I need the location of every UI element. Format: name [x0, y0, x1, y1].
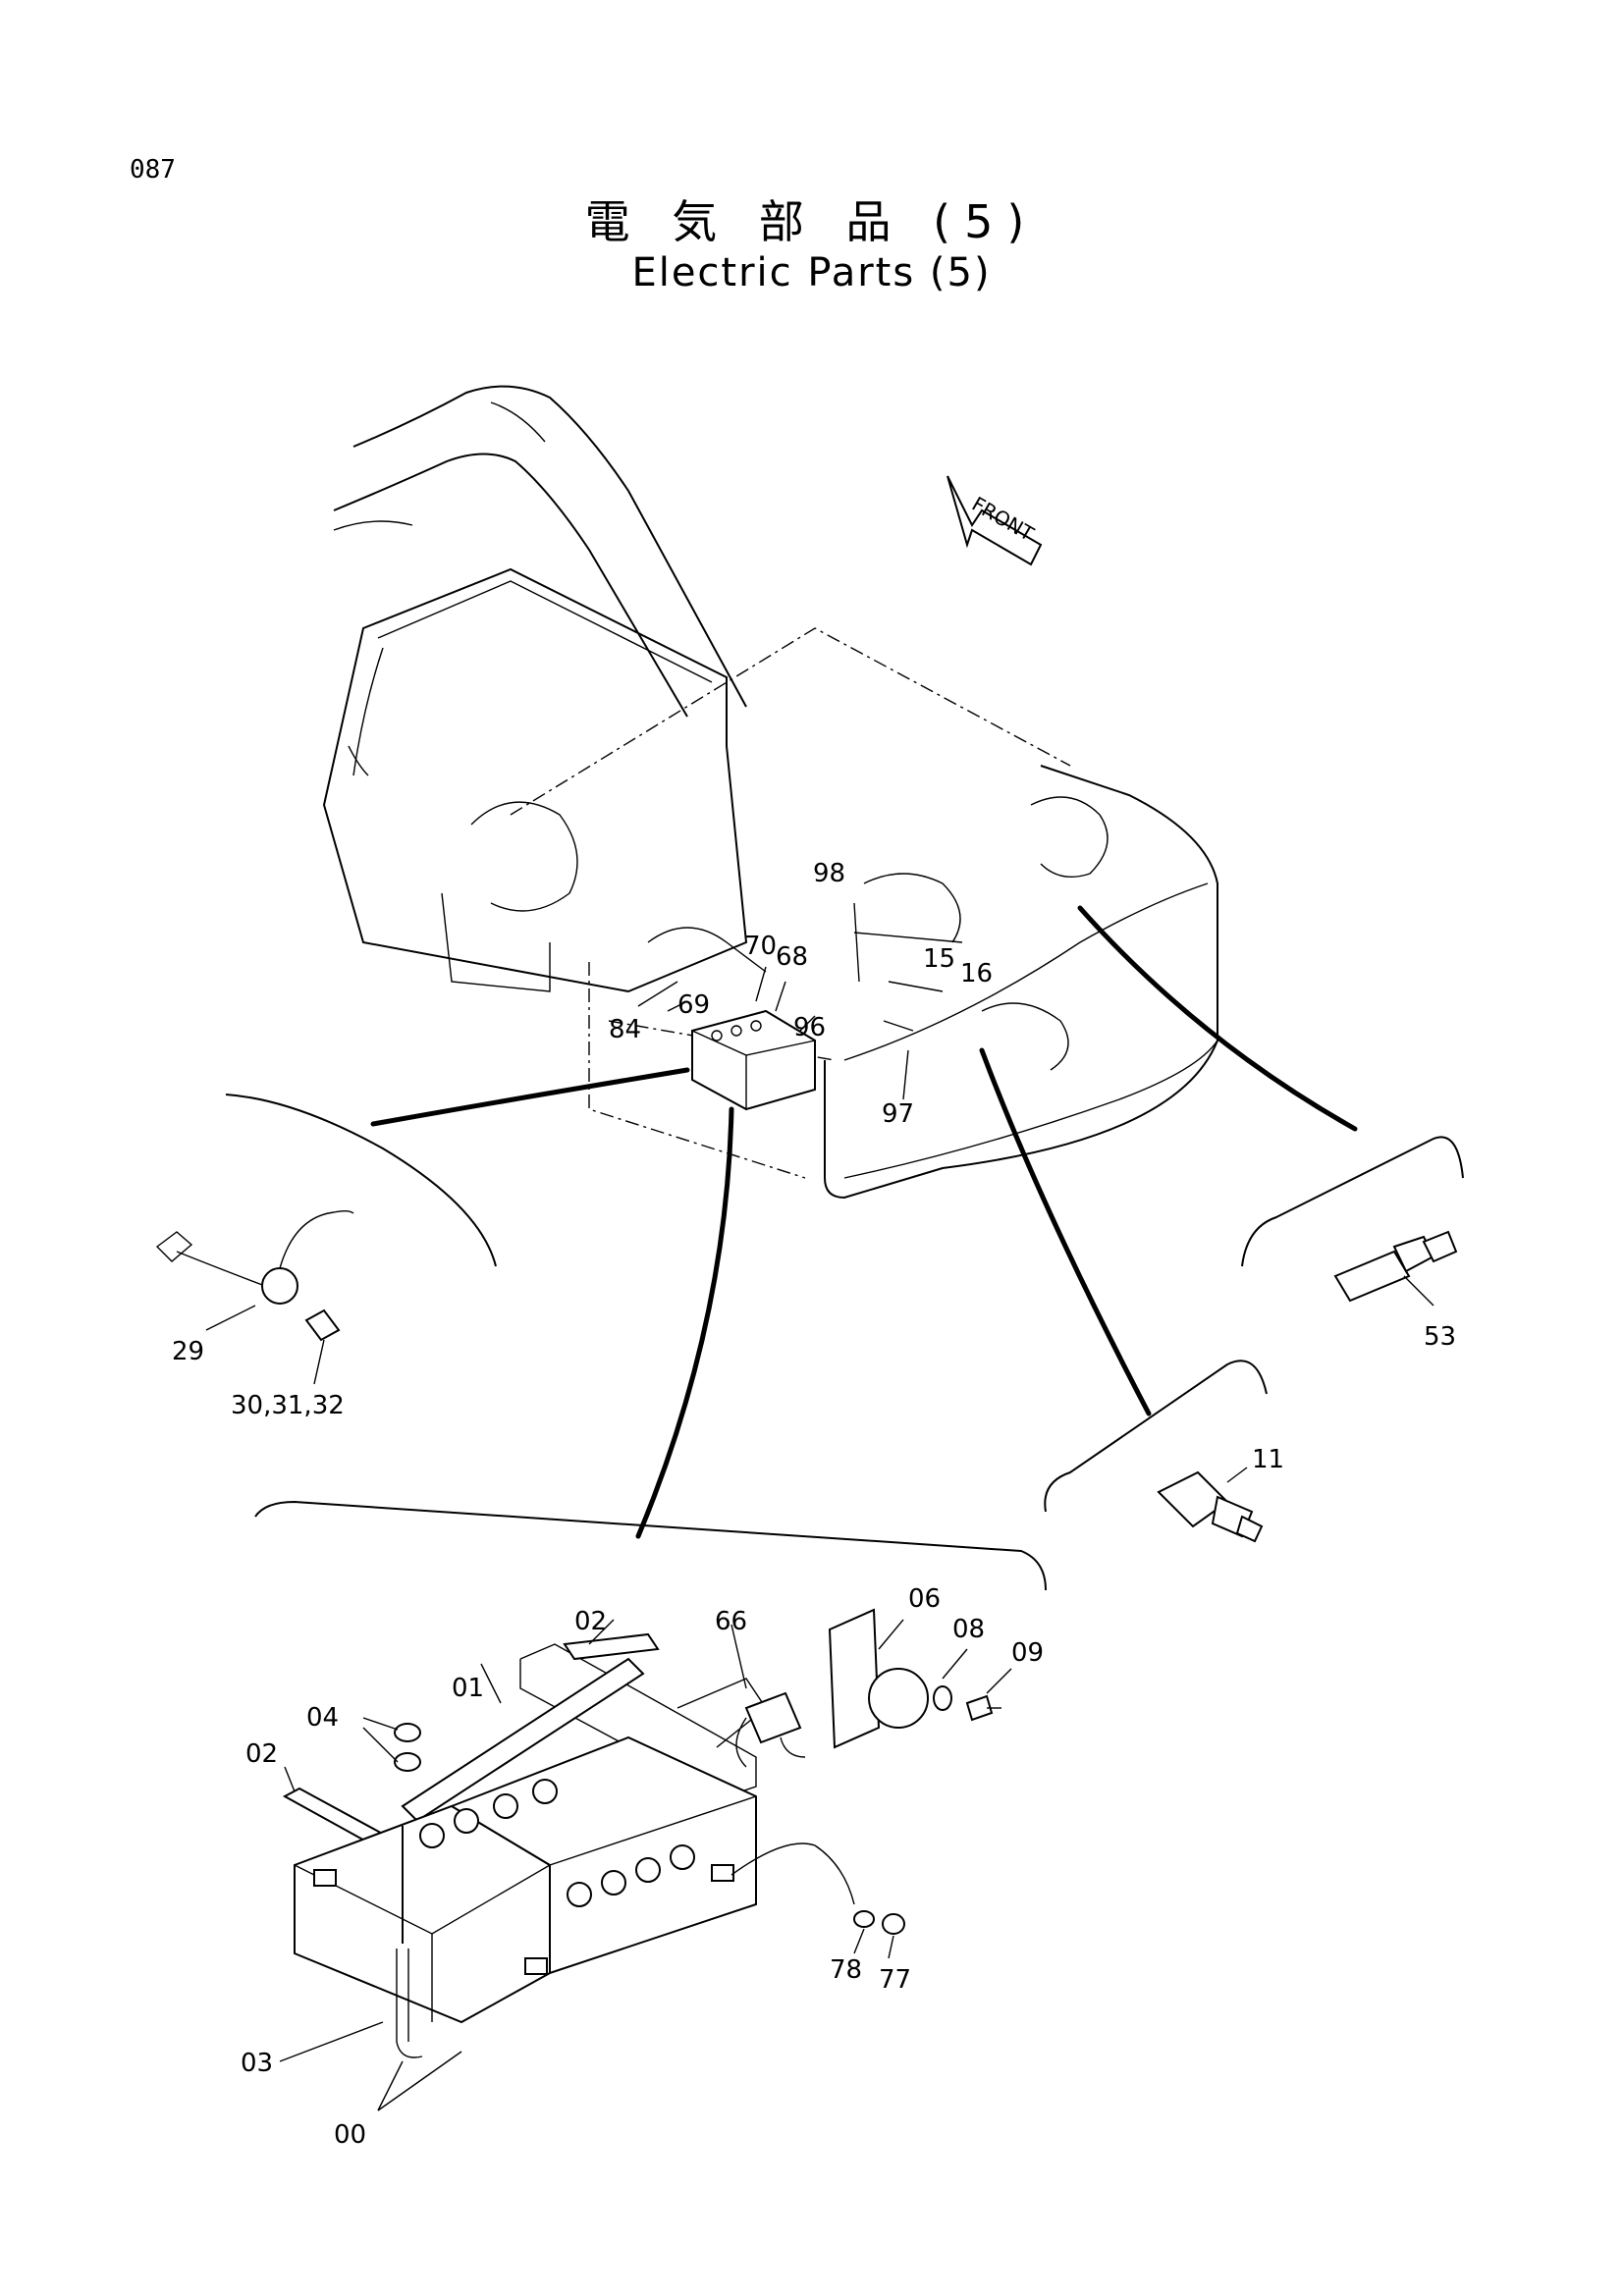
callout-30-31-32: 30,31,32: [231, 1391, 345, 1420]
callout-70: 70: [744, 932, 777, 961]
callout-04: 04: [306, 1703, 339, 1733]
callout-03: 03: [241, 2049, 273, 2078]
callout-97: 97: [882, 1099, 914, 1129]
callout-09: 09: [1011, 1638, 1044, 1668]
callout-68: 68: [776, 942, 808, 972]
page-title-english: Electric Parts (5): [631, 250, 992, 295]
callout-16: 16: [960, 959, 993, 988]
callout-78: 78: [830, 1955, 862, 1985]
callout-01: 01: [452, 1674, 484, 1703]
callout-06: 06: [908, 1584, 941, 1614]
detail-switch-11: [1157, 1467, 1264, 1543]
callout-53: 53: [1424, 1322, 1456, 1352]
page-number: 087: [130, 155, 176, 185]
page-title-japanese: 電 気 部 品 (5): [584, 195, 1039, 248]
detail-sensor-29: [155, 1210, 354, 1385]
callout-98: 98: [813, 859, 845, 888]
callout-77: 77: [879, 1965, 911, 1995]
callout-00: 00: [334, 2120, 366, 2150]
callout-66: 66: [715, 1607, 747, 1636]
front-direction-arrow: FRONT: [947, 475, 1043, 566]
machine-overview: [322, 385, 1218, 1200]
callout-96: 96: [793, 1013, 826, 1042]
callout-11: 11: [1252, 1445, 1284, 1474]
callout-02-upper: 02: [574, 1607, 607, 1636]
callout-02-lower: 02: [245, 1739, 278, 1769]
detail-connectors: [225, 905, 1464, 1591]
callout-labels: 98 70 68 15 16 69 84 96 97 29 30,31,32 5…: [172, 859, 1456, 2150]
callout-69: 69: [677, 990, 710, 1020]
callout-15: 15: [923, 944, 955, 974]
detail-switch-53: [1333, 1230, 1458, 1307]
detail-battery-assembly: [279, 1608, 1012, 2111]
callout-84: 84: [609, 1015, 641, 1044]
callout-08: 08: [952, 1615, 985, 1644]
callout-29: 29: [172, 1337, 204, 1366]
